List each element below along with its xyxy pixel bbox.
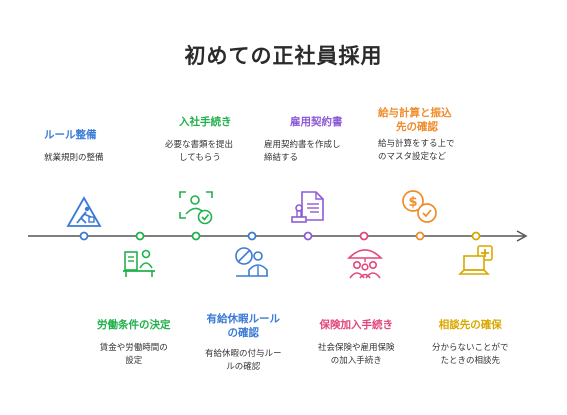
step-title: 相談先の確保: [438, 319, 502, 331]
timeline-dot: [191, 231, 201, 241]
step-title: ルール整備: [44, 129, 97, 141]
person-check-icon: [179, 191, 213, 225]
step-onboarding: 入社手続き 必要な書類を提出 してもらう: [165, 115, 233, 165]
timeline-dot: [359, 231, 369, 241]
laptop-medical-icon: [458, 245, 493, 275]
step-description: 分からないことがで たときの相談先: [432, 343, 509, 366]
step-working-conditions: 労働条件の決定 賃金や労働時間の 設定: [97, 318, 171, 368]
contract-stamp-icon: [291, 191, 324, 223]
page-title: 初めての正社員採用: [184, 44, 383, 68]
step-rule-setup: ルール整備 就業規則の整備: [44, 128, 104, 165]
dollar-check-icon: $: [402, 190, 437, 223]
timeline-dot: [415, 231, 425, 241]
worker-sign-icon: [66, 196, 102, 227]
step-description: 給与計算をする上で のマスタ設定など: [378, 139, 455, 162]
timeline-dot: [471, 231, 481, 241]
step-description: 社会保険や雇用保険 の加入手続き: [318, 343, 395, 366]
step-paid-leave: 有給休暇ルール の確認 有給休暇の付与ルー ルの確認: [205, 312, 282, 374]
step-payroll: 給与計算と振込 先の確認 給与計算をする上で のマスタ設定など: [378, 106, 455, 164]
step-employment-contract: 雇用契約書 雇用契約書を作成し 締結する: [264, 115, 343, 165]
step-title: 雇用契約書: [290, 116, 343, 128]
umbrella-people-icon: [347, 249, 383, 279]
timeline-arrow-icon: [516, 230, 528, 242]
step-description: 有給休暇の付与ルー ルの確認: [205, 349, 282, 372]
person-no-icon: [235, 247, 268, 277]
svg-text:$: $: [408, 195, 417, 210]
desk-worker-icon: [123, 249, 155, 277]
timeline-dot: [247, 231, 257, 241]
step-description: 賃金や労働時間の 設定: [99, 343, 168, 366]
step-consultation: 相談先の確保 分からないことがで たときの相談先: [432, 318, 509, 368]
step-title: 入社手続き: [179, 116, 232, 128]
timeline-dot: [79, 231, 89, 241]
step-insurance: 保険加入手続き 社会保険や雇用保険 の加入手続き: [318, 318, 395, 368]
step-title: 給与計算と振込 先の確認: [378, 107, 452, 133]
timeline-dot: [303, 231, 313, 241]
step-description: 就業規則の整備: [44, 153, 104, 163]
timeline-dot: [135, 231, 145, 241]
step-title: 労働条件の決定: [97, 319, 171, 331]
step-title: 有給休暇ルール の確認: [206, 313, 281, 339]
step-title: 保険加入手続き: [319, 319, 394, 331]
step-description: 必要な書類を提出 してもらう: [165, 140, 234, 163]
step-description: 雇用契約書を作成し 締結する: [264, 140, 341, 163]
